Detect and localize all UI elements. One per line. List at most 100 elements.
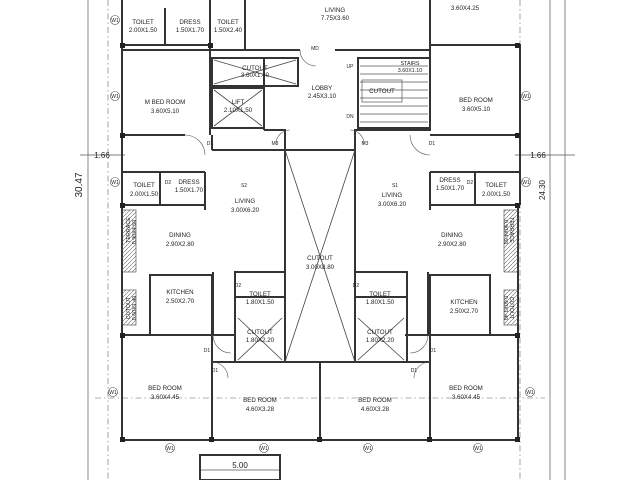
terrace-left-name: TERRACE (126, 217, 132, 243)
cutout-edge-right-name: CUTOUT (508, 297, 514, 320)
up-tag: UP (347, 64, 355, 70)
living-top-size: 7.75X3.60 (321, 15, 350, 22)
door-swings (184, 49, 431, 379)
mbed-room-name: M BED ROOM (145, 99, 186, 106)
bed-room-bml-name: BED ROOM (243, 397, 277, 404)
cutout-edge-left-hatch (121, 289, 137, 326)
w1-tag: W1 (166, 446, 174, 452)
cutout-center-name: CUTOUT (307, 255, 333, 262)
d1-tag: D1 (204, 348, 211, 354)
bed-room-bl-name: BED ROOM (148, 385, 182, 392)
d1-tag: D1 (212, 368, 219, 374)
bed-room-bl-size: 3.60X4.45 (151, 394, 180, 401)
lobby-name: LOBBY (312, 85, 333, 92)
toilet-top-left-name: TOILET (132, 19, 154, 26)
cutout-left-small-name: CUTOUT (247, 329, 273, 336)
toilet-left-size: 2.00X1.50 (130, 191, 159, 198)
bed-room-right-name: BED ROOM (459, 97, 493, 104)
living-top-name: LIVING (325, 7, 345, 14)
dress-left-name: DRESS (178, 179, 199, 186)
cutout-edge-left-size: 0.60X1.40 (132, 296, 138, 321)
s2-tag: S2 (241, 183, 247, 189)
bottom-width-dimension: 5.00 (232, 461, 248, 470)
opening-tags: W1 W1 W1 W1 W1 W1 W1 W1 W1 W1 W1 D1 D1 D… (108, 15, 535, 453)
toilet-top-mid-name: TOILET (217, 19, 239, 26)
dimension-lines (80, 0, 575, 480)
d1-tag: D1 (429, 141, 436, 147)
toilet-center-right-name: TOILET (369, 291, 391, 298)
toilet-top-left-size: 2.00X1.50 (129, 27, 158, 34)
room-top-right-size: 3.60X4.25 (451, 5, 480, 12)
living-right-name: LIVING (382, 192, 402, 199)
d2-tag: D2 (353, 283, 360, 289)
m3-tag: M3 (362, 141, 369, 147)
w1-tag: W1 (474, 446, 482, 452)
toilet-center-left-size: 1.80X1.50 (246, 299, 275, 306)
terrace-right-name: TERRACE (508, 217, 514, 243)
lift-name: LIFT (232, 99, 245, 106)
dining-left-size: 2.90X2.80 (166, 241, 195, 248)
dn-tag: DN (346, 114, 354, 120)
cutout-edge-left-name: CUTOUT (126, 296, 132, 319)
s1-tag: S1 (392, 183, 398, 189)
d2-tag: D2 (165, 180, 172, 186)
cutout-cross-marks (213, 59, 405, 363)
columns (120, 43, 520, 442)
w1-tag: W1 (522, 94, 530, 100)
kitchen-right-size: 2.50X2.70 (450, 308, 479, 315)
dress-left-size: 1.50X1.70 (175, 187, 204, 194)
kitchen-left-size: 2.50X2.70 (166, 298, 195, 305)
right-height-dimension: 24.30 (538, 179, 547, 200)
bed-room-bml-size: 4.60X3.28 (246, 406, 275, 413)
toilet-left-name: TOILET (133, 182, 155, 189)
terrace-left-size: 0.90X4.50 (132, 220, 138, 245)
left-offset-dimension: 1.66 (94, 151, 110, 160)
dress-right-name: DRESS (439, 177, 460, 184)
cutout-edge-right-hatch (503, 289, 519, 326)
room-labels: TOILET 2.00X1.50 DRESS 1.50X1.70 TOILET … (126, 5, 514, 413)
w1-tag: W1 (522, 180, 530, 186)
cutout-right-small-size: 1.80X2.20 (366, 337, 395, 344)
cutout-edge-right-size: 0.60X1.40 (502, 296, 508, 321)
living-right-size: 3.00X6.20 (378, 201, 407, 208)
living-left-size: 3.00X6.20 (231, 207, 260, 214)
d1-tag: D1 (411, 368, 418, 374)
stair-treads (360, 65, 428, 123)
w1-tag: W1 (364, 446, 372, 452)
cutout-right-small-name: CUTOUT (367, 329, 393, 336)
toilet-center-left-name: TOILET (249, 291, 271, 298)
toilet-right-size: 2.00X1.50 (482, 191, 511, 198)
stairs-size: 3.60X1.10 (398, 68, 423, 74)
kitchen-left-name: KITCHEN (166, 289, 193, 296)
bed-room-br-name: BED ROOM (449, 385, 483, 392)
w1-tag: W1 (260, 446, 268, 452)
living-left-name: LIVING (235, 198, 255, 205)
toilet-top-mid-size: 1.50X2.40 (214, 27, 243, 34)
dress-right-size: 1.50X1.70 (436, 185, 465, 192)
lift-size: 2.10X1.50 (224, 107, 253, 114)
cutout-stair-name: CUTOUT (369, 88, 395, 95)
w1-tag: W1 (111, 180, 119, 186)
cutout-small-name: CUTOUT (242, 65, 268, 72)
bed-room-bmr-name: BED ROOM (358, 397, 392, 404)
mbed-room-size: 3.60X5.10 (151, 108, 180, 115)
dress-top-left-name: DRESS (179, 19, 200, 26)
w1-tag: W1 (109, 390, 117, 396)
kitchen-right-name: KITCHEN (450, 299, 477, 306)
stairs-name: STAIRS (400, 61, 419, 67)
bed-room-bmr-size: 4.60X3.28 (361, 406, 390, 413)
w1-tag: W1 (111, 18, 119, 24)
d2-tag: D2 (467, 180, 474, 186)
m3-tag: M3 (272, 141, 279, 147)
cutout-center-size: 3.00X8.80 (306, 264, 335, 271)
d2-tag: D2 (235, 283, 242, 289)
dining-right-name: DINING (441, 232, 463, 239)
dining-right-size: 2.90X2.80 (438, 241, 467, 248)
d1-tag: D1 (430, 348, 437, 354)
dress-top-left-size: 1.50X1.70 (176, 27, 205, 34)
bed-room-right-size: 3.60X5.10 (462, 106, 491, 113)
md-tag: MD (311, 46, 319, 52)
terrace-right-hatch (503, 209, 519, 273)
overall-height-dimension: 30.47 (74, 172, 85, 197)
